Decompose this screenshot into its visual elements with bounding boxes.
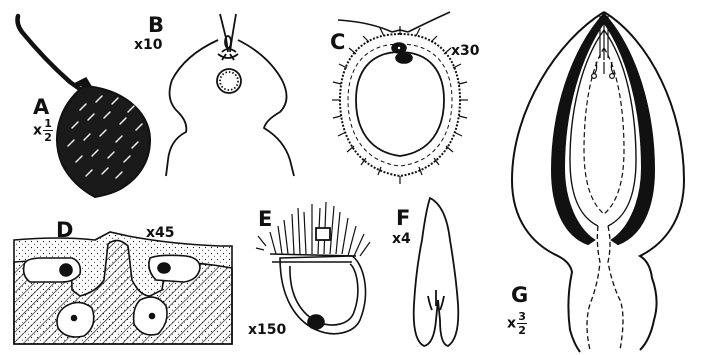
- panel-g-longitudinal-section: [512, 12, 684, 352]
- panel-c-cross-section: [332, 12, 468, 184]
- label-g-scale-den: 2: [518, 325, 526, 336]
- panel-b-ovary-section: [166, 14, 294, 176]
- panel-e-ovule: [256, 202, 370, 334]
- label-g-scale-prefix: x: [507, 316, 516, 332]
- label-a-letter: A: [33, 97, 49, 118]
- panel-f-bud: [414, 198, 459, 346]
- label-f-scale: x4: [392, 232, 411, 246]
- label-f-letter: F: [396, 208, 410, 229]
- label-e-scale: x150: [248, 323, 286, 337]
- label-c-letter: C: [330, 32, 345, 53]
- label-b-letter: B: [148, 15, 164, 36]
- panel-d-tissue-section: [14, 232, 232, 344]
- label-c-scale: x30: [451, 44, 480, 58]
- label-g-letter: G: [511, 285, 528, 306]
- label-a-scale-num: 1: [44, 118, 52, 129]
- label-d-letter: D: [56, 220, 73, 241]
- label-a-scale-den: 2: [44, 132, 52, 143]
- label-d-scale: x45: [146, 226, 175, 240]
- label-b-scale: x10: [134, 38, 163, 52]
- label-e-letter: E: [258, 209, 272, 230]
- label-a-scale-prefix: x: [33, 123, 42, 139]
- label-g-scale-num: 3: [518, 311, 526, 322]
